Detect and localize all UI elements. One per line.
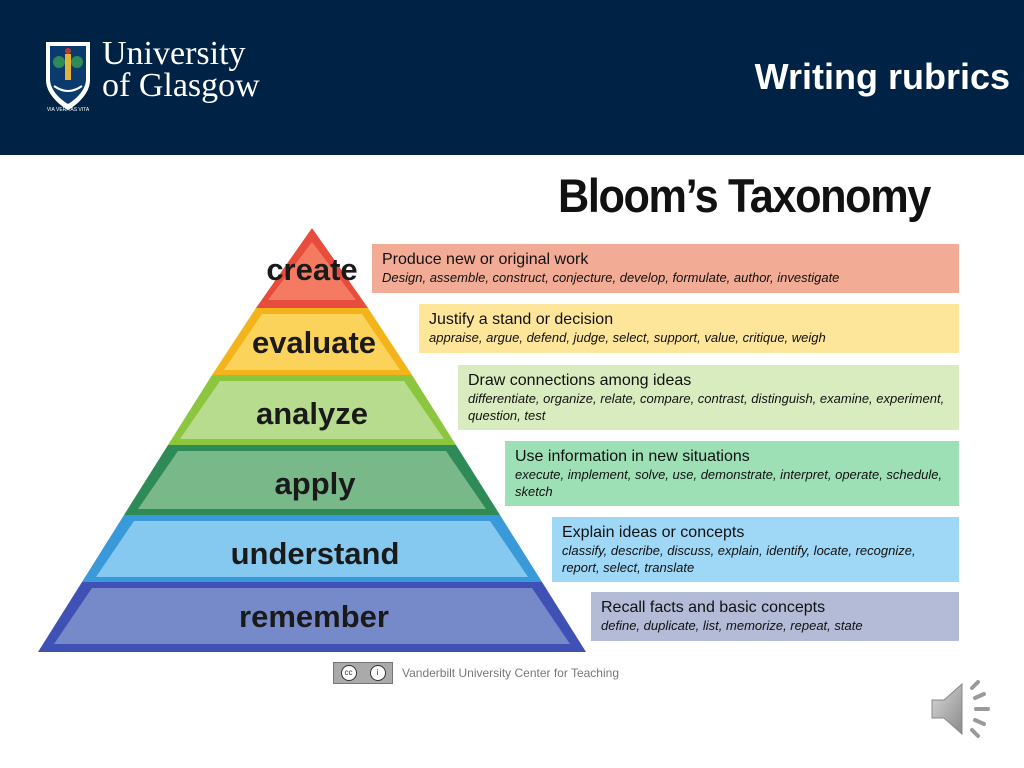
credit-text: Vanderbilt University Center for Teachin… bbox=[402, 666, 619, 680]
wordmark-line2: of Glasgow bbox=[102, 67, 260, 104]
level-label-understand: understand bbox=[230, 536, 400, 571]
speaker-icon[interactable] bbox=[928, 676, 998, 742]
university-crest-icon: VIA VERITAS VITA bbox=[46, 42, 90, 112]
description-heading: Recall facts and basic concepts bbox=[601, 599, 826, 616]
level-label-create: create bbox=[266, 252, 358, 287]
level-label-analyze: analyze bbox=[255, 396, 368, 431]
description-verbs: execute, implement, solve, use, demonstr… bbox=[515, 467, 943, 499]
description-verbs: classify, describe, discuss, explain, id… bbox=[562, 543, 916, 575]
description-box-understand: Explain ideas or concepts classify, desc… bbox=[552, 517, 959, 582]
level-label-remember: remember bbox=[239, 599, 389, 634]
figure-title: Bloom’s Taxonomy bbox=[558, 169, 931, 222]
description-heading: Explain ideas or concepts bbox=[562, 524, 745, 541]
slide-title: Writing rubrics bbox=[754, 56, 1010, 97]
wordmark-line1: University bbox=[102, 35, 246, 72]
level-label-evaluate: evaluate bbox=[251, 325, 377, 360]
level-label-apply: apply bbox=[274, 466, 356, 501]
description-heading: Draw connections among ideas bbox=[468, 372, 692, 389]
slide-header: VIA VERITAS VITA University of Glasgow W… bbox=[0, 0, 1024, 155]
description-verbs: differentiate, organize, relate, compare… bbox=[468, 391, 945, 423]
description-verbs: Design, assemble, construct, conjecture,… bbox=[382, 270, 840, 285]
description-box-create: Produce new or original work Design, ass… bbox=[372, 244, 959, 293]
svg-text:VIA VERITAS VITA: VIA VERITAS VITA bbox=[47, 107, 90, 112]
description-heading: Produce new or original work bbox=[382, 251, 589, 268]
description-verbs: define, duplicate, list, memorize, repea… bbox=[601, 618, 863, 633]
description-box-analyze: Draw connections among ideas differentia… bbox=[458, 365, 959, 430]
description-verbs: appraise, argue, defend, judge, select, … bbox=[429, 330, 826, 345]
description-heading: Justify a stand or decision bbox=[429, 311, 614, 328]
description-heading: Use information in new situations bbox=[515, 448, 750, 465]
description-box-remember: Recall facts and basic concepts define, … bbox=[591, 592, 959, 641]
university-wordmark: University of Glasgow bbox=[102, 35, 260, 104]
description-box-evaluate: Justify a stand or decision appraise, ar… bbox=[419, 304, 959, 353]
description-box-apply: Use information in new situations execut… bbox=[505, 441, 959, 506]
